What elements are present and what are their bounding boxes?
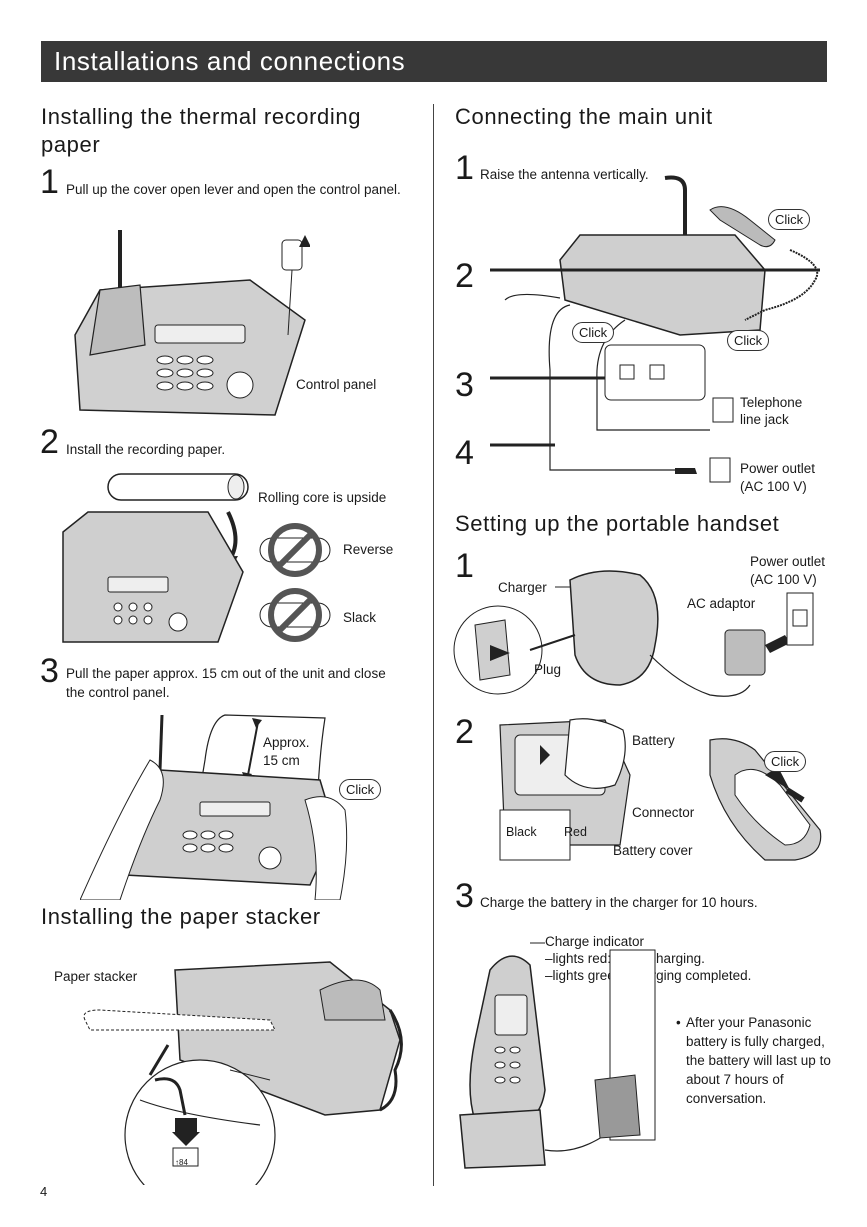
step-number: 4 — [455, 434, 474, 472]
stacker-part-code: ↑84 — [175, 1158, 188, 1167]
click-callout: Click — [764, 751, 807, 772]
click-callout: Click — [727, 330, 770, 351]
step-number: 1 — [40, 163, 59, 201]
recording-paper-illustration — [62, 473, 249, 643]
section-title-handset: Setting up the portable handset — [455, 511, 780, 536]
label-power-outlet: Power outlet — [750, 554, 826, 569]
label-telephone-jack: Telephone — [740, 395, 803, 410]
step-number: 1 — [455, 547, 474, 585]
step-number: 2 — [40, 423, 59, 461]
label-power-outlet-2: (AC 100 V) — [750, 572, 817, 587]
label-telephone-jack-2: line jack — [740, 412, 789, 427]
label-black-wire: Black — [506, 825, 537, 839]
step-text: Pull up the cover open lever and open th… — [66, 182, 401, 197]
step-text: Pull the paper approx. 15 cm out of the … — [66, 666, 386, 700]
prohibited-reverse-icon — [259, 523, 331, 577]
label-charger: Charger — [498, 580, 547, 595]
click-callout: Click — [572, 322, 615, 343]
step-text: Install the recording paper. — [66, 442, 226, 457]
column-divider — [433, 104, 434, 1186]
step-number: 3 — [40, 652, 59, 690]
label-plug: Plug — [534, 662, 562, 677]
label-power-outlet-2: (AC 100 V) — [740, 479, 807, 494]
label-power-outlet: Power outlet — [740, 461, 816, 476]
label-rolling-core: Rolling core is upside — [258, 490, 387, 505]
label-slack: Slack — [343, 610, 377, 625]
label-charge-indicator: Charge indicator — [545, 934, 645, 949]
label-battery-cover: Battery cover — [613, 843, 693, 858]
step-number: 3 — [455, 366, 474, 404]
section-title-main-unit: Connecting the main unit — [455, 104, 713, 129]
label-control-panel: Control panel — [296, 377, 377, 392]
click-callout: Click — [768, 209, 811, 230]
main-unit-connections-illustration — [490, 175, 820, 483]
page-number: 4 — [40, 1184, 48, 1199]
fax-open-panel-illustration — [74, 230, 310, 416]
label-connector: Connector — [632, 805, 695, 820]
section-title-stacker: Installing the paper stacker — [41, 904, 321, 929]
label-red-wire: Red — [564, 825, 587, 839]
step-number: 2 — [455, 257, 474, 295]
label-ac-adaptor: AC adaptor — [687, 596, 756, 611]
paper-stacker-illustration — [83, 961, 403, 1185]
bullet: • — [676, 1015, 681, 1030]
note-text: After your Panasonic battery is fully ch… — [686, 1015, 831, 1106]
handset-charging-illustration — [459, 942, 656, 1169]
step-text: Charge the battery in the charger for 10… — [480, 895, 758, 910]
battery-note: • After your Panasonic battery is fully … — [676, 1013, 836, 1108]
prohibited-slack-icon — [259, 588, 331, 642]
click-callout: Click — [339, 779, 382, 800]
step-number: 2 — [455, 713, 474, 751]
charger-connection-illustration — [453, 570, 814, 697]
page-header: Installations and connections — [41, 41, 827, 82]
pull-paper-illustration — [80, 714, 348, 900]
label-battery: Battery — [632, 733, 675, 748]
section-title-paper: Installing the thermal recording paper — [41, 104, 362, 157]
label-paper-stacker: Paper stacker — [54, 969, 138, 984]
step-number: 3 — [455, 877, 474, 915]
label-approx: Approx. — [263, 735, 310, 750]
label-15cm: 15 cm — [263, 753, 300, 768]
label-reverse: Reverse — [343, 542, 394, 557]
step-text: Raise the antenna vertically. — [480, 167, 649, 182]
step-number: 1 — [455, 149, 474, 187]
battery-install-illustration — [499, 718, 822, 861]
